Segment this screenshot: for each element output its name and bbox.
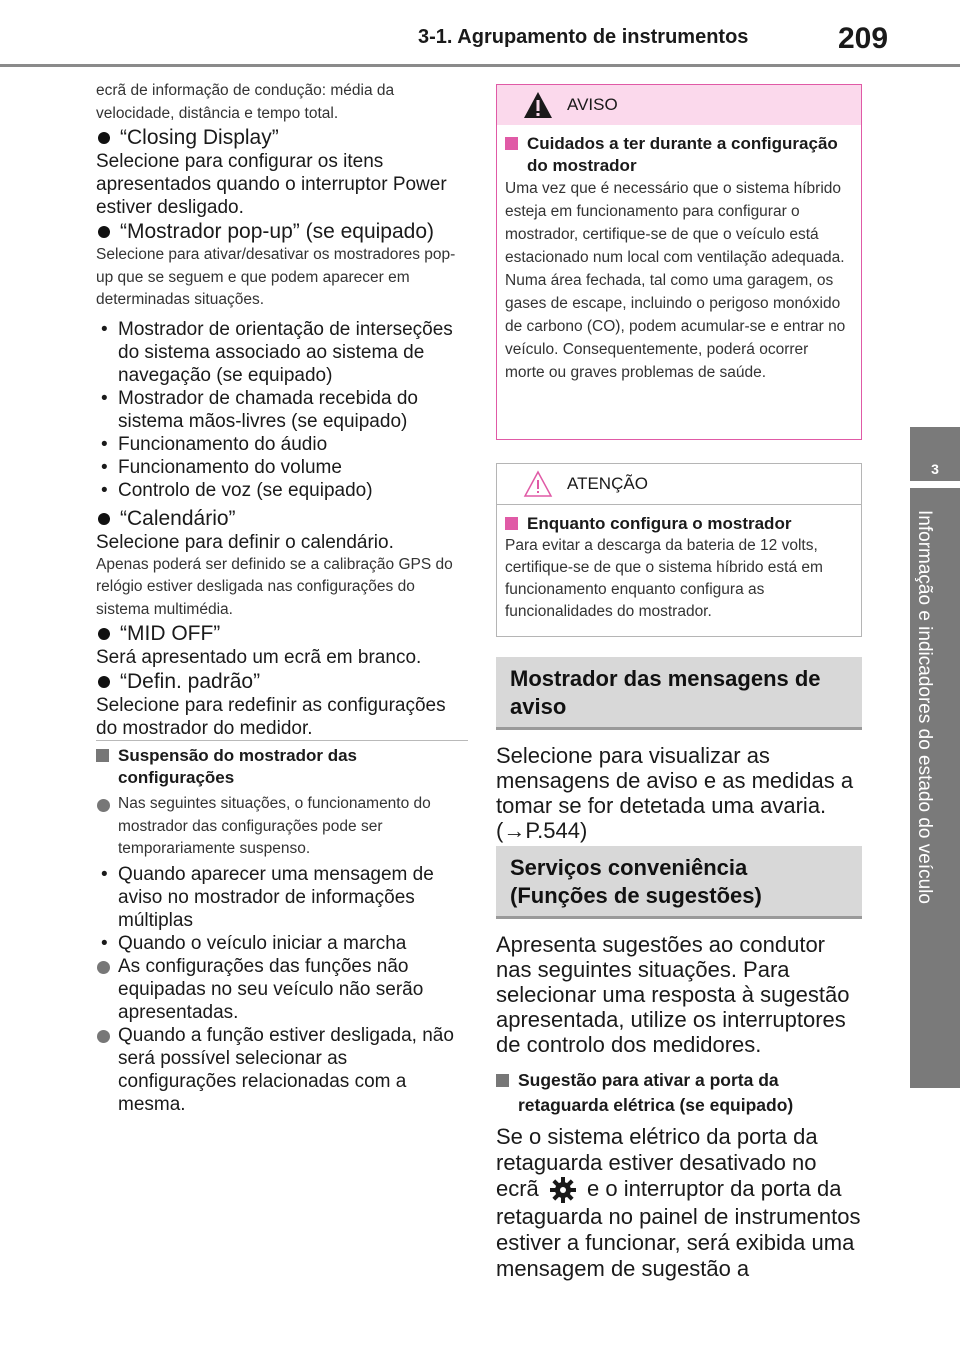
header-divider (0, 64, 960, 67)
section-convenience-text: Apresenta sugestões ao condutor nas segu… (496, 932, 850, 1057)
caution-text: Para evitar a descarga da bateria de 12 … (505, 537, 823, 620)
suspension-p1: Nas seguintes situações, o funcionamento… (96, 793, 468, 861)
closing-display-desc: Selecione para configurar os itens apres… (96, 151, 447, 218)
default-desc: Selecione para redefinir as configuraçõe… (96, 695, 446, 739)
square-bullet-icon (505, 137, 518, 150)
list-item: Funcionamento do volume (96, 456, 468, 479)
chapter-side-bar (910, 488, 960, 1088)
list-item: Quando o veículo iniciar a marcha (96, 932, 468, 955)
warning-heading: Cuidados a ter durante a configuração do… (505, 133, 851, 177)
suggestion-heading: Sugestão para ativar a porta da retaguar… (496, 1068, 864, 1118)
mid-off-title: “MID OFF” (96, 621, 468, 646)
warning-box-body: Cuidados a ter durante a configuração do… (497, 125, 861, 396)
warning-label: AVISO (567, 95, 618, 114)
chapter-tab: 3 (910, 427, 960, 481)
suspension-heading: Suspensão do mostrador das configurações (96, 745, 468, 789)
mid-off-desc: Será apresentado um ecrã em branco. (96, 647, 422, 668)
list-item: Mostrador de chamada recebida do sistema… (96, 387, 468, 433)
suspension-p3: Quando a função estiver desligada, não s… (96, 1024, 468, 1116)
suspension-block: Suspensão do mostrador das configurações… (96, 745, 468, 1116)
square-bullet-icon (496, 1074, 509, 1087)
intro-text: ecrã de informação de condução: média da… (96, 82, 395, 122)
popup-title: “Mostrador pop-up” (se equipado) (96, 219, 468, 244)
caution-box-body: Enquanto configura o mostrador Para evit… (497, 505, 861, 635)
warning-box: AVISO Cuidados a ter durante a configura… (496, 84, 862, 440)
section-divider (96, 740, 468, 741)
left-column: ecrã de informação de condução: média da… (96, 80, 468, 740)
warning-text: Uma vez que é necessário que o sistema h… (505, 180, 846, 381)
section-title-warning-messages: Mostrador das mensagens de aviso (496, 657, 862, 730)
calendar-desc: Selecione para definir o calendário. (96, 531, 394, 553)
popup-desc: Selecione para ativar/desativar os mostr… (96, 246, 456, 308)
caution-box: ATENÇÃO Enquanto configura o mostrador P… (496, 463, 862, 637)
running-header: 3-1. Agrupamento de instrumentos (418, 26, 749, 48)
section-warning-messages-text: Selecione para visualizar as mensagens d… (496, 743, 854, 843)
list-item: Mostrador de orientação de interseções d… (96, 318, 468, 387)
caution-triangle-icon (523, 470, 553, 497)
popup-list: Mostrador de orientação de interseções d… (96, 318, 468, 502)
warning-triangle-icon (524, 92, 552, 118)
suspension-list: Quando aparecer uma mensagem de aviso no… (96, 863, 468, 955)
list-item: Quando aparecer uma mensagem de aviso no… (96, 863, 468, 932)
gear-icon (549, 1177, 576, 1204)
calendar-title: “Calendário” (96, 506, 468, 531)
default-title: “Defin. padrão” (96, 669, 468, 694)
warning-box-header: AVISO (497, 85, 861, 125)
square-bullet-icon (96, 749, 109, 762)
list-item: Controlo de voz (se equipado) (96, 479, 468, 502)
suggestion-text: Se o sistema elétrico da porta da retagu… (496, 1124, 861, 1282)
section-title-convenience-services: Serviços conveniência (Funções de sugest… (496, 846, 862, 919)
page-number: 209 (838, 22, 889, 55)
caution-label: ATENÇÃO (567, 474, 648, 493)
chapter-number: 3 (931, 461, 939, 477)
square-bullet-icon (505, 517, 518, 530)
caution-box-header: ATENÇÃO (497, 464, 861, 505)
caution-heading: Enquanto configura o mostrador (505, 513, 851, 535)
calendar-note: Apenas poderá ser definido se a calibraç… (96, 555, 453, 618)
closing-display-title: “Closing Display” (96, 125, 468, 150)
suspension-p2: As configurações das funções não equipad… (96, 955, 468, 1024)
chapter-label: Informação e indicadores do estado do ve… (914, 510, 935, 904)
list-item: Funcionamento do áudio (96, 433, 468, 456)
